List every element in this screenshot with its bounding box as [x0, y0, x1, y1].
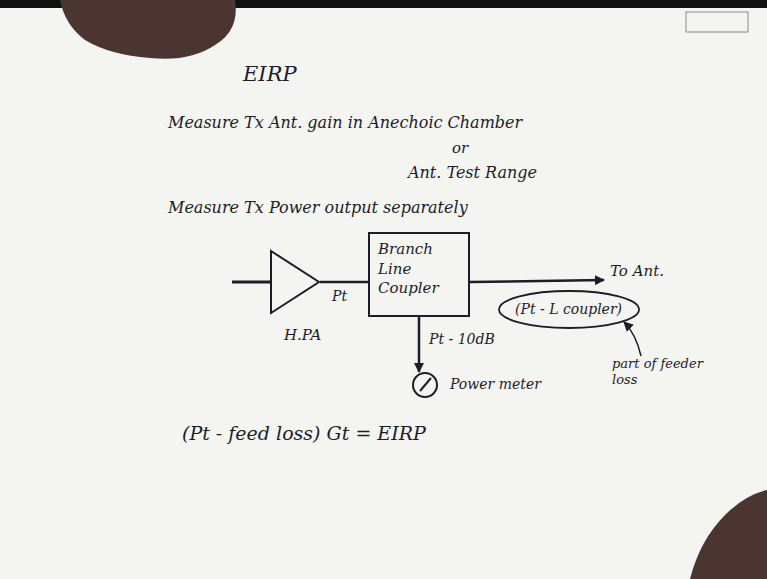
coupler-box: Branch Line Coupler — [368, 232, 470, 317]
hand — [690, 490, 767, 579]
output-wire — [470, 280, 604, 282]
note-text: Measure Tx Ant. gain in Anechoic Chamber — [168, 113, 522, 132]
node-label: (Pt - L coupler) — [515, 301, 623, 318]
note-text: Ant. Test Range — [408, 163, 537, 182]
note-text: To Ant. — [610, 262, 664, 280]
hand — [60, 0, 236, 59]
triangle-outline — [270, 250, 320, 314]
node-label: Power meter — [450, 376, 541, 393]
note-text: or — [452, 139, 468, 157]
stamp — [686, 12, 748, 32]
edge-label: Pt — [332, 288, 347, 305]
node-label: Branch Line Coupler — [378, 240, 460, 299]
note-text: (Pt - feed loss) Gt = EIRP — [182, 422, 426, 445]
connector — [418, 317, 421, 372]
note-text: Measure Tx Power output separately — [168, 198, 468, 217]
connector — [320, 281, 368, 284]
leader-line — [624, 322, 641, 356]
node-label: H.PA — [284, 326, 321, 344]
loss-ellipse: (Pt - L coupler) — [498, 290, 640, 329]
input-wire — [232, 281, 270, 284]
amplifier-triangle: H.PA — [270, 250, 320, 314]
title: EIRP — [243, 62, 297, 87]
note-text: part of feeder loss — [612, 356, 722, 387]
meter-dial — [412, 372, 438, 398]
edge-label: Pt - 10dB — [429, 331, 495, 348]
power-meter: Power meter — [412, 372, 438, 398]
